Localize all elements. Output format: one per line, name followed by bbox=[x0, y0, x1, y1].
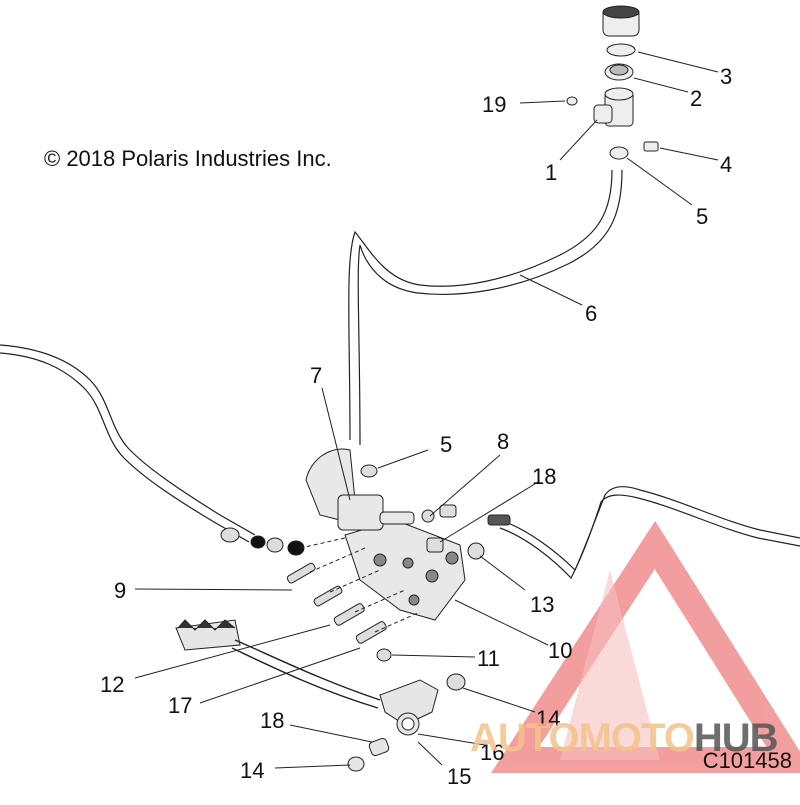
hardware bbox=[286, 464, 511, 691]
callout-12: 12 bbox=[100, 672, 124, 697]
watermark-logo bbox=[491, 520, 800, 773]
callout-2: 2 bbox=[690, 86, 702, 111]
callout-14b: 14 bbox=[240, 758, 264, 783]
callout-11: 11 bbox=[477, 646, 500, 671]
callout-10: 10 bbox=[548, 638, 572, 663]
callout-7: 7 bbox=[310, 363, 322, 388]
callout-4: 4 bbox=[720, 152, 732, 177]
callout-15: 15 bbox=[447, 764, 471, 789]
callout-6: 6 bbox=[585, 301, 597, 326]
callout-8: 8 bbox=[497, 429, 509, 454]
callout-labels: 1 2 3 4 5 5 6 7 8 9 10 11 12 13 14 14 15… bbox=[100, 64, 732, 789]
brake-line-fittings bbox=[220, 527, 305, 556]
callout-3: 3 bbox=[720, 64, 732, 89]
callout-14a: 14 bbox=[536, 706, 560, 731]
reservoir-hose bbox=[348, 169, 623, 446]
brake-pedal bbox=[175, 619, 439, 772]
callout-1: 1 bbox=[545, 160, 557, 185]
watermark-part1: AUTOMOTO bbox=[470, 716, 695, 760]
brake-line-left bbox=[0, 344, 256, 543]
callout-17: 17 bbox=[168, 693, 192, 718]
callout-19: 19 bbox=[482, 92, 506, 117]
callout-18a: 18 bbox=[532, 464, 556, 489]
copyright-notice: © 2018 Polaris Industries Inc. bbox=[44, 146, 332, 171]
watermark-part2: HUB bbox=[693, 716, 779, 760]
callout-16: 16 bbox=[480, 740, 504, 765]
leader-lines bbox=[134, 51, 719, 769]
callout-13: 13 bbox=[530, 592, 554, 617]
callout-5b: 5 bbox=[440, 432, 452, 457]
callout-9: 9 bbox=[114, 578, 126, 603]
figure-id: C101458 bbox=[702, 748, 792, 773]
callout-18b: 18 bbox=[260, 708, 284, 733]
assembly-guides bbox=[299, 537, 421, 633]
callout-5a: 5 bbox=[696, 204, 708, 229]
reservoir-assembly bbox=[566, 5, 659, 160]
watermark-text: AUTOMOTOHUB bbox=[470, 716, 779, 761]
brake-line-right bbox=[499, 486, 800, 580]
